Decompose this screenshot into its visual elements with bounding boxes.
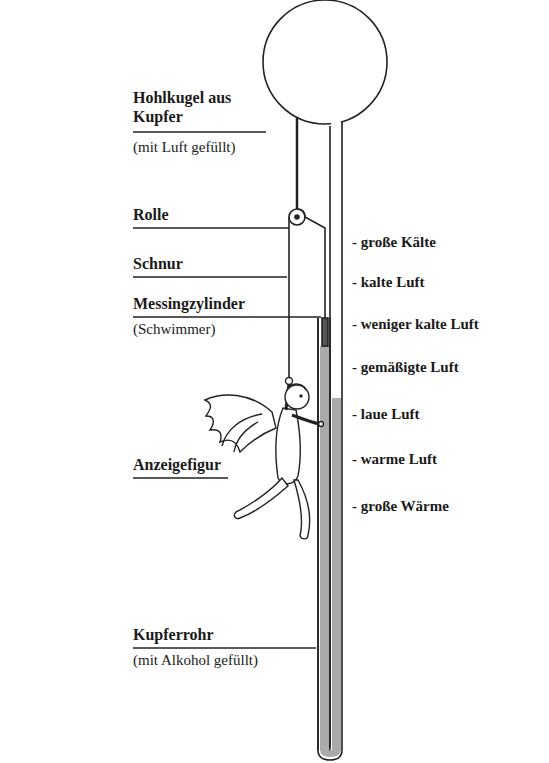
- scale-mark: - große Wärme: [352, 497, 449, 515]
- scale-mark: - laue Luft: [352, 405, 420, 423]
- scale-mark: - gemäßigte Luft: [352, 358, 459, 376]
- angel-figure: [205, 378, 324, 539]
- part-name: Messingzylinder: [133, 294, 245, 313]
- scale-mark: - große Kälte: [352, 233, 436, 251]
- part-name: Rolle: [133, 205, 169, 224]
- scale-mark: - warme Luft: [352, 450, 437, 468]
- part-name: Anzeigefigur: [133, 455, 221, 474]
- part-name: Kupferrohr: [133, 625, 214, 644]
- scale-mark: - kalte Luft: [352, 273, 425, 291]
- part-name: Hohlkugel aus Kupfer: [133, 88, 233, 126]
- part-name: Schnur: [133, 254, 183, 273]
- scale-mark: - weniger kalte Luft: [352, 315, 479, 333]
- part-note: (Schwimmer): [133, 320, 215, 338]
- part-note: (mit Luft gefüllt): [133, 138, 235, 156]
- part-note: (mit Alkohol gefüllt): [133, 651, 258, 669]
